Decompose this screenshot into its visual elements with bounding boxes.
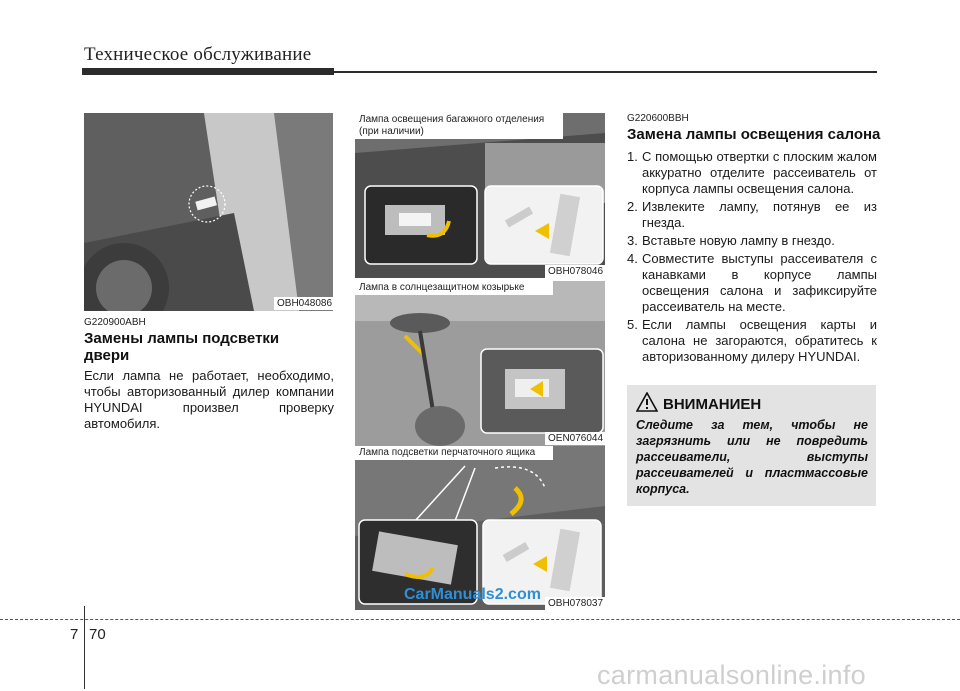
visor-lamp-photo	[355, 281, 605, 447]
glovebox-lamp-photo	[355, 446, 605, 610]
caution-heading: ВНИМАНИЕН	[663, 396, 762, 413]
section-title: Замены лампы подсветки двери	[84, 330, 280, 364]
site-mark: CarManuals2.com	[404, 586, 541, 603]
step-item: 4.Совместите выступы рассеивателя с кана…	[627, 251, 877, 314]
glovebox-lamp-photo-code: OBH078037	[545, 597, 607, 610]
section-body: Если лампа не работает, необходимо, чтоб…	[84, 368, 334, 431]
section-number: 7	[70, 626, 79, 643]
step-item: 2.Извлеките лампу, потянув ее из гнезда.	[627, 199, 877, 230]
warning-triangle-icon	[635, 391, 659, 412]
visor-lamp-caption: Лампа в солнцезащитном козырьке	[355, 281, 553, 295]
step-item: 1.С помощью отвертки с плоским жалом акк…	[627, 149, 877, 196]
trunk-lamp-caption: Лампа освещения багажного отделения (при…	[355, 113, 563, 139]
door-lamp-photo-code: OBH048086	[274, 297, 336, 310]
glovebox-lamp-caption: Лампа подсветки перчаточного ящика	[355, 446, 553, 460]
footer-divider	[0, 619, 960, 620]
step-item: 5.Если лампы освещения карты и салона не…	[627, 317, 877, 364]
visor-lamp-photo-code: OEN076044	[545, 432, 607, 445]
door-lamp-photo	[84, 113, 333, 311]
section-code: G220900ABH	[84, 317, 146, 328]
page-header-title: Техническое обслуживание	[84, 44, 312, 65]
watermark: carmanualsonline.info	[597, 660, 866, 690]
right-section-title: Замена лампы освещения салона	[627, 126, 881, 143]
header-rule-thin	[334, 71, 877, 73]
right-section-code: G220600BBH	[627, 113, 689, 124]
step-item: 3.Вставьте новую лампу в гнездо.	[627, 233, 835, 248]
trunk-lamp-photo-code: OBH078046	[545, 265, 607, 278]
trunk-lamp-photo	[355, 113, 605, 278]
caution-text: Следите за тем, чтобы не загрязнить или …	[636, 418, 868, 496]
footer-vertical-line	[84, 606, 85, 689]
header-rule-thick	[82, 68, 334, 75]
page-number: 70	[89, 626, 106, 643]
caution-box: ВНИМАНИЕН Следите за тем, чтобы не загря…	[627, 385, 876, 506]
instruction-steps: 1.С помощью отвертки с плоским жалом акк…	[627, 149, 877, 367]
